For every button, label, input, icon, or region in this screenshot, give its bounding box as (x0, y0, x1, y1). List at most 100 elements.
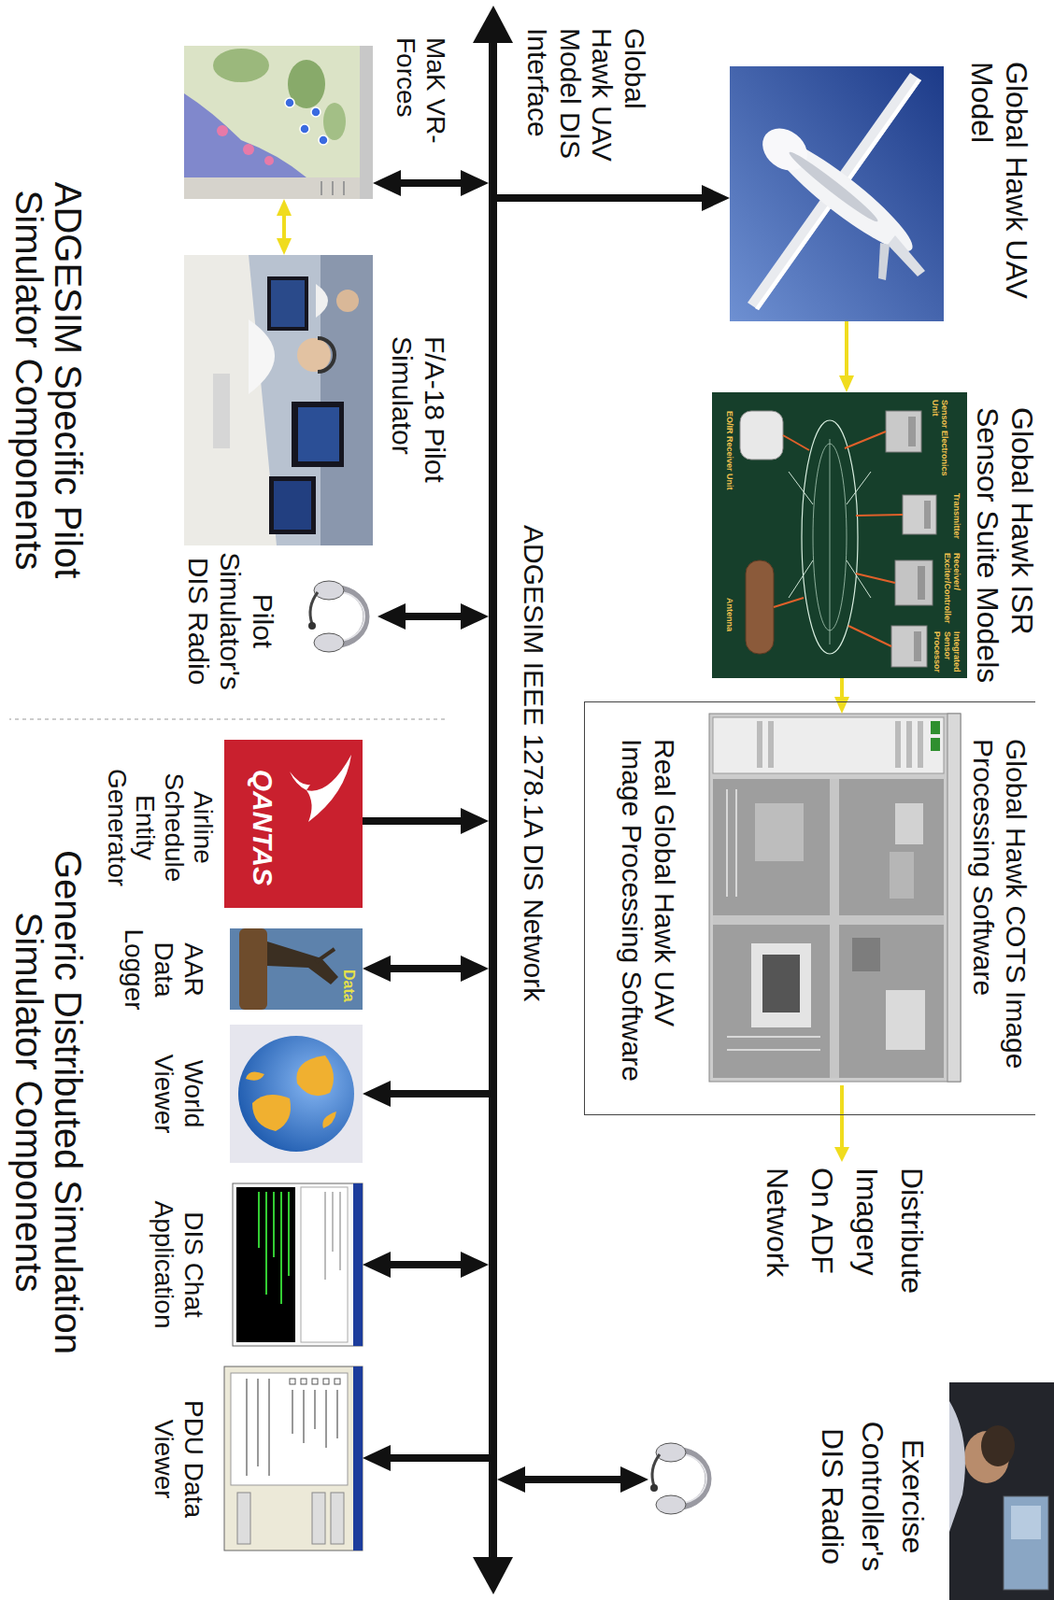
pilot-simulator-photo-part (273, 481, 312, 530)
airline-logo (224, 740, 363, 909)
controller-photo (949, 1382, 1054, 1600)
headset-icon-part (313, 633, 344, 653)
pilot-simulator-photo-part (298, 407, 340, 462)
uav-photo-part (747, 72, 922, 311)
pilot-simulator-photo-part (184, 255, 277, 546)
sensor-suite-picture-part (829, 439, 831, 645)
globe-picture-part (245, 1071, 265, 1081)
pilot-simulator-photo-part (320, 255, 373, 546)
chat-window-part (236, 1187, 296, 1343)
chat-window-part (300, 1187, 348, 1343)
part-name: Transmitter (952, 493, 962, 550)
cots-screenshot-part (754, 803, 804, 862)
vr-forces-map-part (184, 45, 373, 200)
pdu-viewer-window-part (353, 1367, 363, 1552)
cots-screenshot-part (885, 990, 926, 1051)
distribute-note: Distribute Imagery On ADF Network (754, 1167, 935, 1309)
airline-logo-part (224, 740, 363, 909)
pdu-viewer-window-part (300, 1379, 307, 1385)
vr-forces-map-part (299, 124, 310, 134)
cots-screenshot-part (930, 738, 941, 752)
vr-forces-map-part (242, 143, 255, 156)
chat-window-part (232, 1183, 363, 1347)
pdu-viewer-window-part (312, 1493, 326, 1545)
data-flow-arrow (282, 208, 286, 246)
sensor-suite-picture-part (895, 560, 933, 606)
controller-photo-part (1003, 1496, 1049, 1591)
pdu-viewer-window-part (289, 1379, 296, 1385)
pdu-viewer-window-part (224, 1367, 363, 1552)
node-label: Airline Schedule Entity Generator (101, 753, 217, 903)
part-name: Antenna (725, 598, 735, 655)
distribute-arrow-part (834, 1147, 850, 1163)
pilot-simulator-photo-part (315, 284, 328, 318)
globe-picture-part (238, 1036, 355, 1153)
cots-screenshot-part (762, 954, 800, 1013)
chat-window-part (257, 1192, 260, 1249)
world-viewer-box: World Viewer (229, 1025, 363, 1164)
cots-software-box: Global Hawk COTS Image Processing Softwa… (709, 714, 961, 1083)
cots-screenshot-part (709, 713, 961, 1083)
cots-screenshot-part (852, 938, 881, 972)
node-label: Pilot Simulator's DIS Radio (182, 546, 280, 697)
chat-window-part (272, 1192, 275, 1258)
data-logger-picture-part (229, 928, 363, 1011)
node-label: World Viewer (148, 1028, 209, 1160)
pdu-viewer-window-part (230, 1373, 348, 1486)
cots-screenshot-part (917, 721, 924, 769)
cots-screenshot-part (756, 721, 763, 769)
chat-application-box: DIS Chat Application (232, 1183, 363, 1347)
pdu-viewer-window-part (237, 1493, 251, 1545)
chat-window-part (325, 1192, 341, 1281)
part-name: EO/IR Receiver Unit (725, 411, 735, 514)
network-link-arrow (379, 965, 472, 973)
node-label: Exercise Controller's DIS Radio (811, 1412, 933, 1581)
uav-photo-part (878, 242, 890, 281)
uav-photo-part (754, 78, 922, 311)
connector-label: Global Hawk UAV Model DIS Interface (521, 28, 651, 171)
cots-screenshot-part (768, 721, 774, 769)
pilot-simulator-photo-part (270, 280, 305, 328)
headset-icon (308, 581, 367, 653)
uav-photo (729, 66, 944, 322)
part-name: Receiver/ Exciter/Controller (941, 553, 962, 628)
pilot-simulator-photo-part (213, 373, 230, 449)
pilot-simulator-photo-part (291, 401, 344, 468)
network-link-arrow (362, 817, 472, 826)
node-label: ADGESIM IEEE 1278.1A DIS Network (517, 525, 551, 1002)
part-name: Integrated Sensor Processor (932, 631, 962, 677)
cots-screenshot-part (889, 852, 914, 899)
pdu-viewer-window-part (246, 1379, 338, 1477)
sensor-suite-picture-part (924, 500, 931, 529)
headset-icon-part (313, 581, 344, 600)
headset-icon-part (338, 592, 365, 641)
pdu-viewer-window-part (312, 1379, 318, 1385)
node-label: MaK VR-Forces (390, 37, 451, 178)
controller-photo-part (1011, 1506, 1041, 1540)
cots-screenshot-part (829, 779, 840, 1079)
airline-logo-part (289, 771, 311, 791)
sensor-suite-picture-part (740, 411, 784, 460)
controller-photo-part (949, 1401, 966, 1533)
node-label: Global Hawk ISR Sensor Suite Models (969, 407, 1040, 688)
headset-icon-part (650, 1484, 658, 1493)
pdu-viewer-window (224, 1367, 363, 1552)
node-label: AAR Data Logger (117, 919, 209, 1021)
globe-picture (229, 1025, 363, 1164)
sensor-suite-picture-part (745, 560, 774, 655)
pdu-viewer-window-part (330, 1493, 344, 1545)
network-link-arrow (497, 194, 713, 202)
pilot-simulator-photo-part (267, 276, 309, 331)
chat-window-part (280, 1192, 283, 1305)
data-logger-picture-part (315, 949, 335, 963)
pilot-simulator-photo-part (297, 338, 331, 372)
node-label: F/A-18 Pilot Simulator (385, 336, 451, 524)
group-caption: ADGESIM Specific Pilot Simulator Compone… (9, 156, 88, 605)
sensor-suite-picture-part (773, 431, 903, 647)
sensor-suite-box: Global Hawk ISR Sensor Suite Models (712, 392, 968, 679)
pilot-radio-box: Pilot Simulator's DIS Radio (306, 581, 378, 654)
pilot-simulator-photo-part (336, 289, 359, 313)
vr-forces-box: MaK VR-Forces (184, 45, 373, 200)
headset-icon-part (336, 588, 367, 645)
node-label: Global Hawk COTS Image Processing Softwa… (967, 739, 1032, 1113)
